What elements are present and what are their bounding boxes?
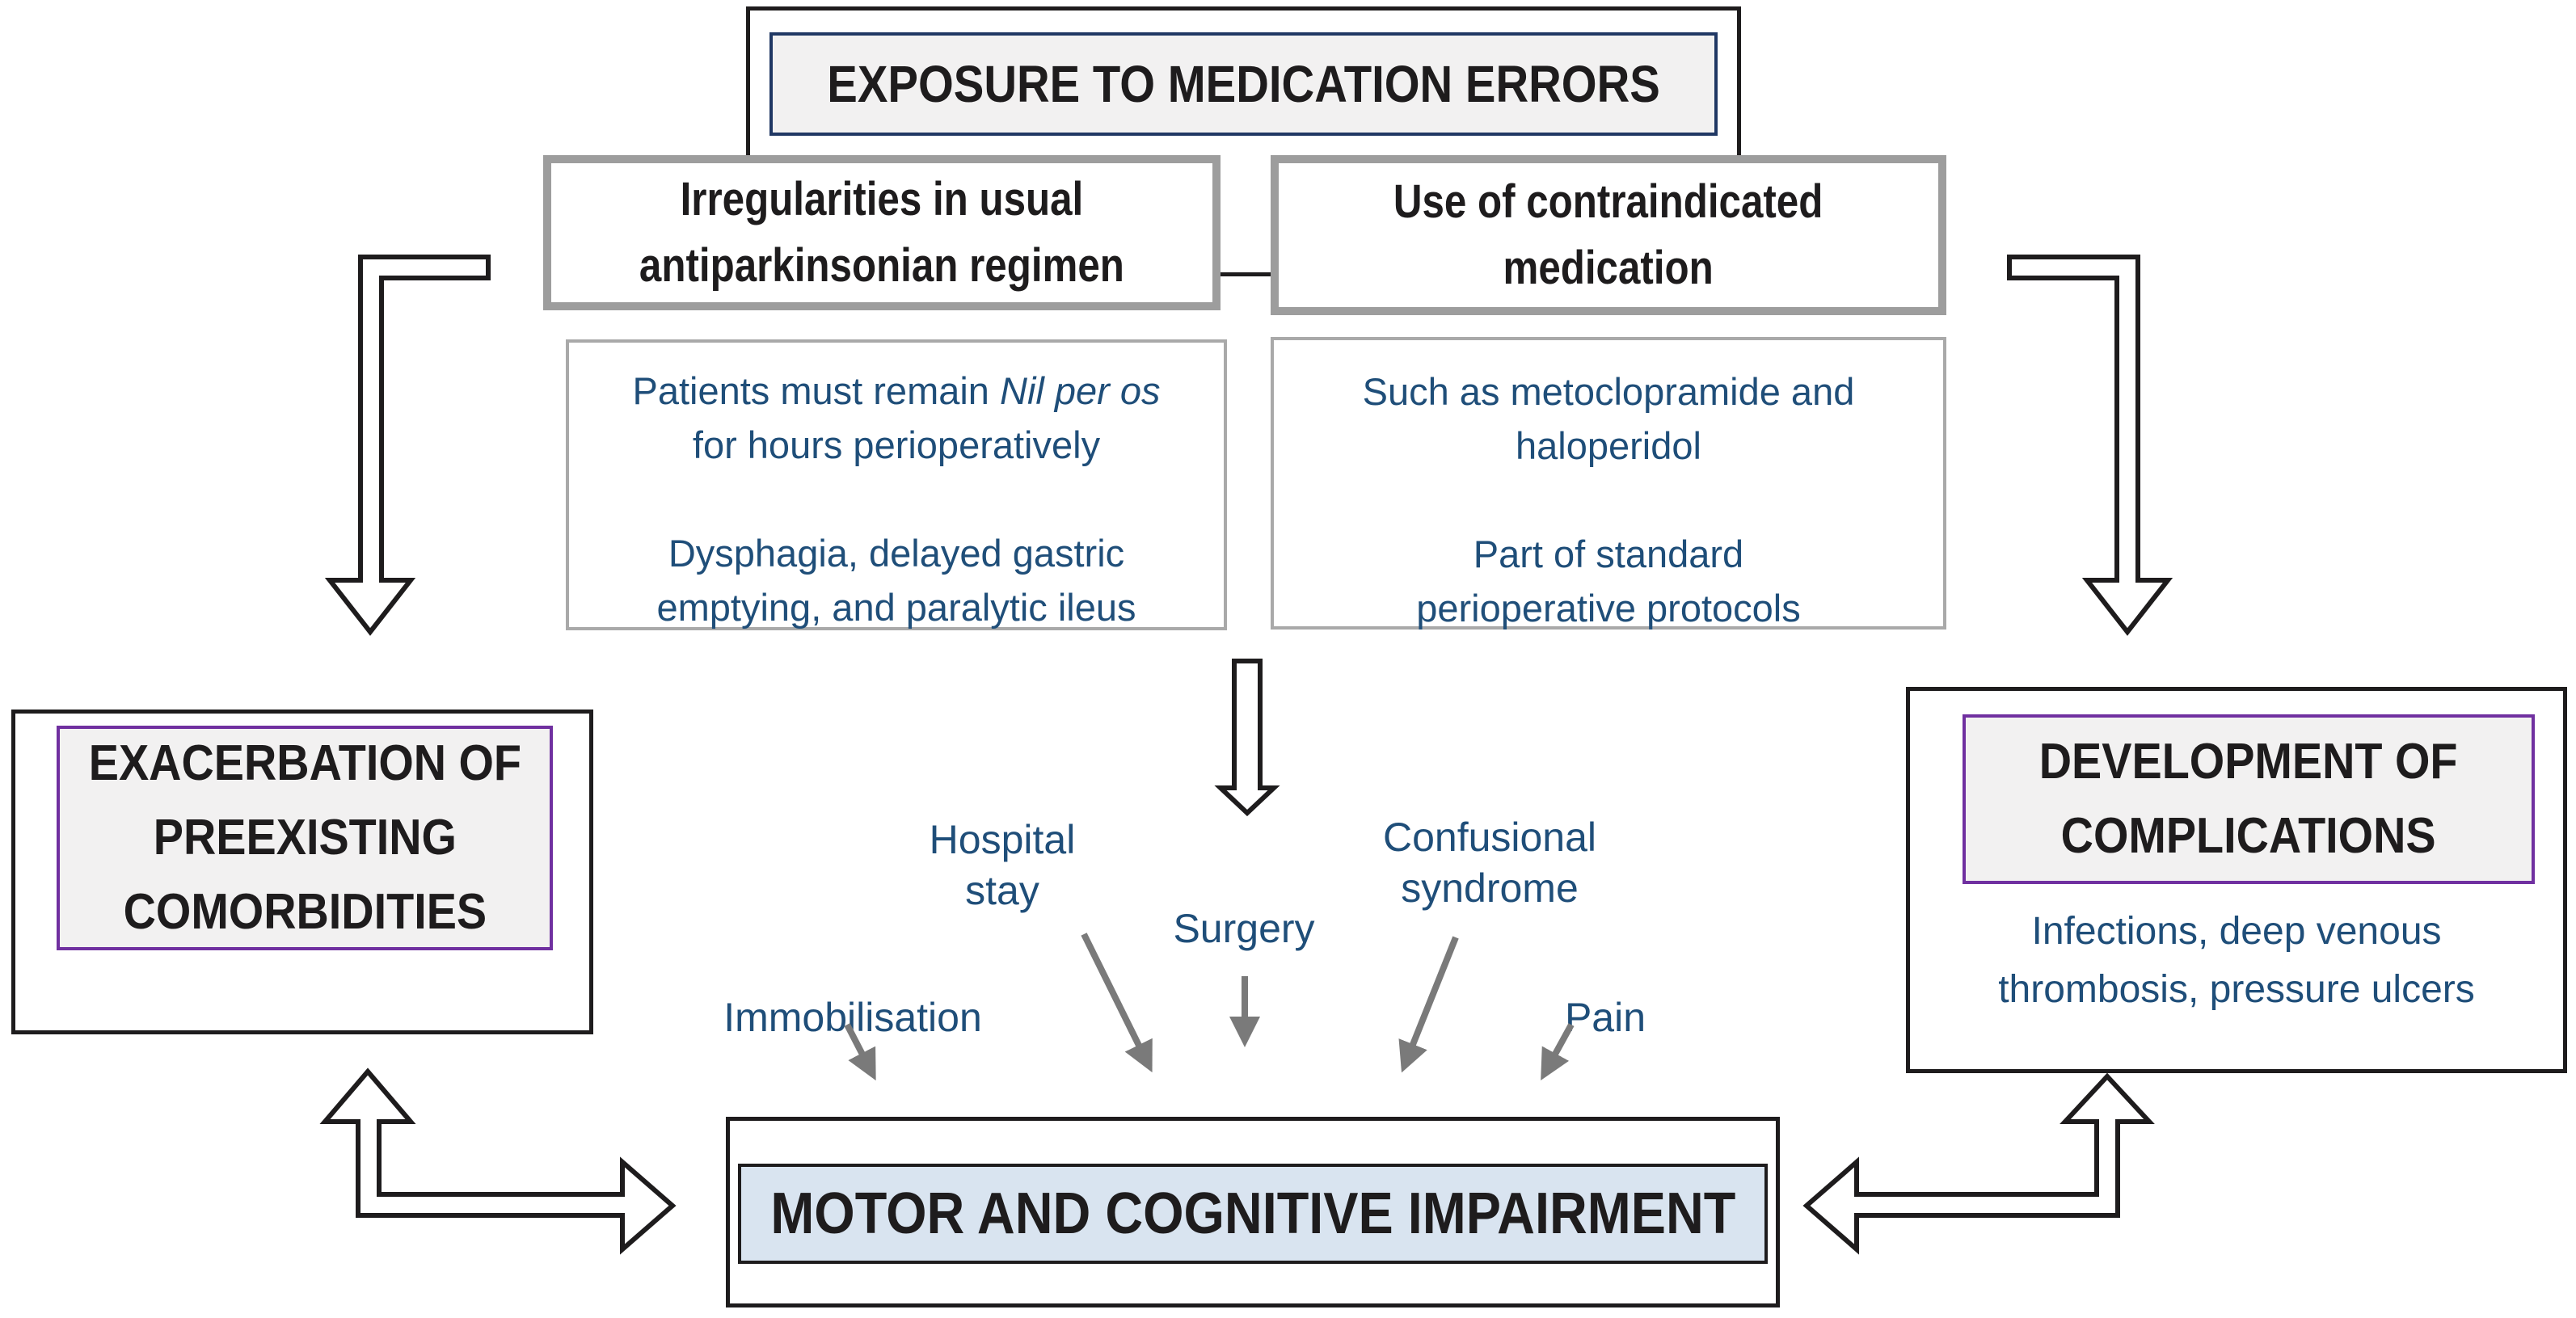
cause-left-line1: Irregularities in usual xyxy=(680,173,1084,225)
outcome-box-exacerbation: EXACERBATION OF PREEXISTING COMORBIDITIE… xyxy=(11,710,593,1034)
label-pain: Pain xyxy=(1564,995,1646,1040)
development-line1: DEVELOPMENT OF xyxy=(2039,734,2458,790)
label-hospital-stay: Hospital stay xyxy=(929,817,1076,913)
detail-left-line2: for hours perioperatively xyxy=(692,423,1101,466)
title-box: EXPOSURE TO MEDICATION ERRORS xyxy=(769,32,1718,136)
detail-right-line3: Part of standard xyxy=(1473,533,1744,575)
nil-per-os-italic: Nil per os xyxy=(1000,369,1161,412)
detail-box-perioperative-fasting: Patients must remain Nil per os for hour… xyxy=(566,339,1227,630)
blank-line xyxy=(1274,473,1943,527)
detail-left-line3: Dysphagia, delayed gastric xyxy=(668,532,1125,575)
double-arrow-bottom-right-icon xyxy=(1802,1072,2155,1255)
development-line2: COMPLICATIONS xyxy=(2061,808,2436,864)
elbow-down-arrow-right-icon xyxy=(2007,255,2173,636)
label-confusional-syndrome: Confusional syndrome xyxy=(1382,815,1597,911)
impairment-text: MOTOR AND COGNITIVE IMPAIRMENT xyxy=(770,1181,1735,1246)
cause-box-contraindicated-medication: Use of contraindicated medication xyxy=(1271,155,1946,315)
outcome-box-development: DEVELOPMENT OF COMPLICATIONS Infections,… xyxy=(1906,687,2567,1073)
cause-right-line1: Use of contraindicated xyxy=(1393,175,1823,228)
detail-left-line1: Patients must remain Nil per os xyxy=(632,369,1161,412)
detail-left-line4: emptying, and paralytic ileus xyxy=(656,586,1136,629)
label-immobilisation: Immobilisation xyxy=(723,995,982,1040)
exacerbation-inner-box: EXACERBATION OF PREEXISTING COMORBIDITIE… xyxy=(57,726,553,950)
outcome-box-impairment: MOTOR AND COGNITIVE IMPAIRMENT xyxy=(726,1117,1780,1307)
contributor-arrow-confusional-icon xyxy=(1398,936,1459,1073)
cause-right-line2: medication xyxy=(1503,242,1714,294)
exacerbation-line2: PREEXISTING xyxy=(153,810,457,865)
exacerbation-line1: EXACERBATION OF xyxy=(88,735,521,791)
cause-box-antiparkinsonian-irregularities: Irregularities in usual antiparkinsonian… xyxy=(543,155,1221,310)
exacerbation-line3: COMORBIDITIES xyxy=(123,884,487,940)
title-text: EXPOSURE TO MEDICATION ERRORS xyxy=(827,55,1660,113)
development-inner-box: DEVELOPMENT OF COMPLICATIONS xyxy=(1963,714,2535,884)
label-surgery: Surgery xyxy=(1173,906,1315,951)
impairment-inner-box: MOTOR AND COGNITIVE IMPAIRMENT xyxy=(738,1164,1768,1264)
cause-left-line2: antiparkinsonian regimen xyxy=(639,239,1124,292)
down-arrow-center-icon xyxy=(1214,659,1280,817)
detail-right-line1: Such as metoclopramide and xyxy=(1362,370,1855,413)
detail-box-contraindicated-drugs: Such as metoclopramide and haloperidol P… xyxy=(1271,337,1946,630)
detail-right-line4: perioperative protocols xyxy=(1416,587,1801,630)
double-arrow-bottom-left-icon xyxy=(319,1067,677,1255)
detail-right-line2: haloperidol xyxy=(1516,424,1701,467)
contributor-arrow-hospital-stay-icon xyxy=(1081,933,1153,1073)
elbow-down-arrow-left-icon xyxy=(324,255,491,636)
blank-line xyxy=(569,472,1224,526)
development-detail-text: Infections, deep venous thrombosis, pres… xyxy=(1998,910,2475,1011)
